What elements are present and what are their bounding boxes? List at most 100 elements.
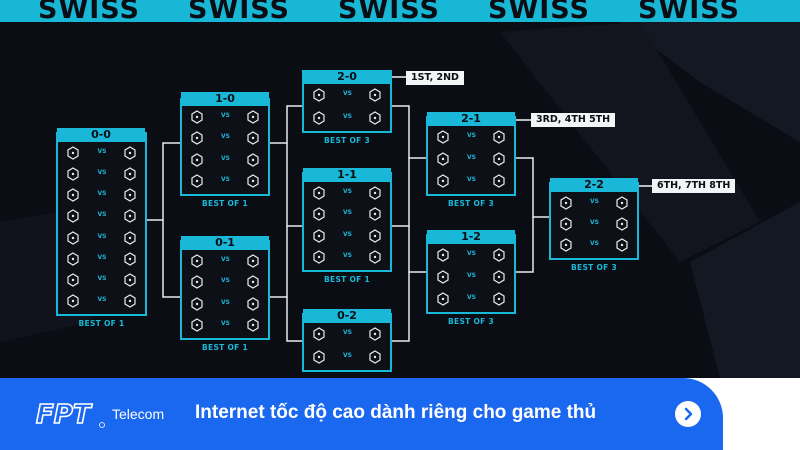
match-row: VS [188,153,262,167]
team-slot-icon [191,110,203,124]
match-row: VS [434,248,508,262]
match-row: VS [310,207,384,221]
match-row: VS [434,270,508,284]
team-slot-icon [124,294,136,309]
team-slot-icon [67,209,79,224]
team-slot-icon [369,229,381,243]
group-record-label: 2-2 [550,178,638,192]
match-row: VS [434,292,508,306]
team-slot-icon [247,254,259,268]
team-slot-icon [616,217,628,231]
match-row: VS [64,252,139,266]
vs-label: VS [97,211,107,219]
match-row: VS [310,350,384,364]
match-row: VS [188,174,262,188]
placement-label: 6TH, 7TH 8TH [652,179,736,193]
team-slot-icon [191,275,203,289]
best-of-label: BEST OF 3 [448,199,494,208]
banner-word: SWISS [338,0,440,22]
team-slot-icon [67,252,79,266]
vs-label: VS [221,277,230,285]
promo-headline[interactable]: Internet tốc độ cao dành riêng cho game … [195,402,597,423]
match-row: VS [310,250,384,264]
best-of-label: BEST OF 3 [448,317,494,326]
group-record-label: 0-0 [57,128,145,142]
best-of-label: BEST OF 3 [571,263,617,272]
vs-label: VS [97,296,107,304]
banner-word: SWISS [38,0,140,22]
promo-arrow-button[interactable] [675,401,701,427]
team-slot-icon [247,110,259,124]
vs-label: VS [97,232,107,240]
team-slot-icon [369,250,381,264]
best-of-label: BEST OF 1 [78,319,125,328]
team-slot-icon [493,152,505,166]
vs-label: VS [97,275,107,283]
group-record-label: 2-0 [302,70,392,84]
team-slot-icon [247,153,259,167]
vs-label: VS [221,255,230,263]
team-slot-icon [369,111,381,125]
team-slot-icon [369,207,381,221]
team-slot-icon [493,174,505,188]
vs-label: VS [221,154,230,162]
team-slot-icon [67,294,79,309]
group-g10 [180,98,270,196]
vs-label: VS [467,294,476,301]
team-slot-icon [616,195,628,210]
team-slot-icon [369,327,381,341]
match-row: VS [188,131,262,145]
team-slot-icon [247,275,259,289]
vs-label: VS [221,176,230,184]
best-of-label: BEST OF 1 [202,343,248,352]
vs-label: VS [467,132,476,139]
promo-bar[interactable] [0,378,723,450]
team-slot-icon [493,270,505,284]
group-record-label: 1-2 [427,230,515,244]
match-row: VS [64,145,139,160]
team-slot-icon [191,153,203,167]
vs-label: VS [97,190,107,198]
team-slot-icon [67,167,79,181]
team-slot-icon [124,273,136,287]
match-row: VS [310,111,384,125]
match-row: VS [64,230,139,245]
group-record-label: 0-2 [303,309,391,323]
group-record-label: 1-0 [181,92,269,106]
vs-label: VS [590,219,599,226]
group-g11 [302,172,392,272]
match-row: VS [188,254,262,268]
match-row: VS [557,195,631,210]
team-slot-icon [313,327,325,341]
match-row: VS [64,273,139,287]
vs-label: VS [467,272,476,279]
fpt-logo: FPT [35,399,105,431]
team-slot-icon [369,186,381,200]
match-row: VS [434,152,508,166]
match-row: VS [310,186,384,200]
vs-label: VS [221,320,230,328]
match-row: VS [64,209,139,224]
vs-label: VS [343,230,352,238]
vs-label: VS [343,90,352,98]
vs-label: VS [590,240,599,248]
team-slot-icon [560,238,572,253]
team-slot-icon [247,297,259,311]
team-slot-icon [313,88,325,102]
vs-label: VS [97,147,107,155]
team-slot-icon [124,209,136,224]
vs-label: VS [97,168,107,176]
vs-label: VS [343,187,352,195]
match-row: VS [557,217,631,231]
match-row: VS [310,327,384,341]
vs-label: VS [590,197,599,205]
team-slot-icon [437,152,449,166]
team-slot-icon [67,230,79,245]
team-slot-icon [124,230,136,245]
team-slot-icon [560,195,572,210]
vs-label: VS [343,112,352,120]
match-row: VS [64,188,139,202]
vs-label: VS [467,250,476,257]
